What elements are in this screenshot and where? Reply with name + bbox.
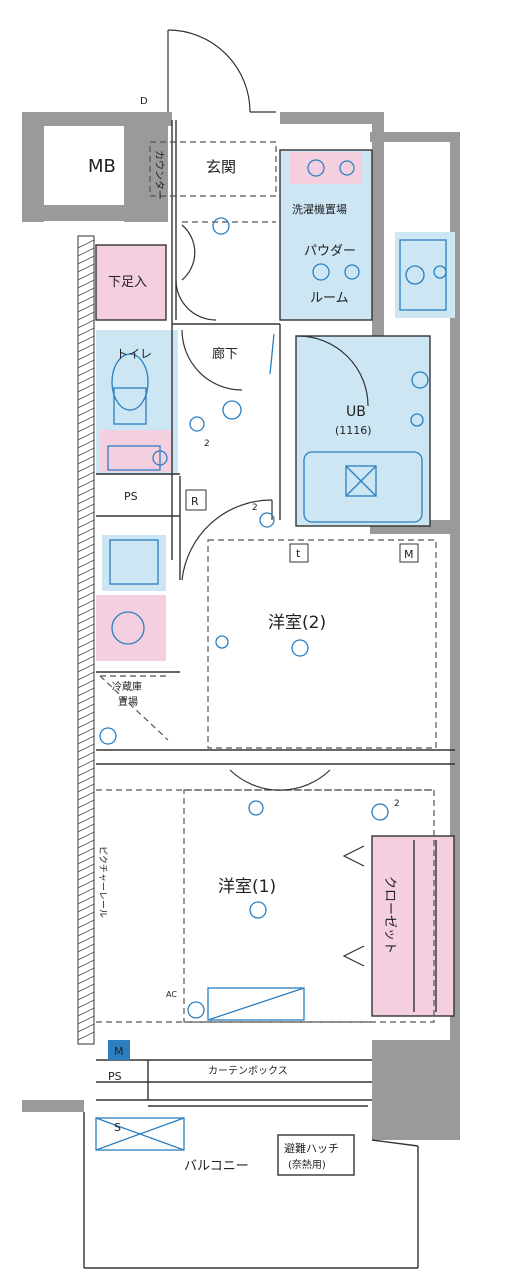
fridge-label-1: 冷蔵庫 bbox=[112, 680, 142, 693]
curtain-box-label: カーテンボックス bbox=[208, 1065, 288, 1077]
toilet-label: トイレ bbox=[116, 347, 152, 361]
genkan-label: 玄関 bbox=[206, 158, 236, 176]
left-wall-hatch bbox=[77, 235, 95, 1045]
hatch-label-2: (奈熱用) bbox=[288, 1158, 326, 1171]
room2-label: 洋室(2) bbox=[268, 613, 326, 633]
t-mark: t bbox=[296, 547, 301, 560]
picture-rail-label: ピクチャーレール bbox=[97, 846, 108, 918]
s-mark: S bbox=[114, 1121, 121, 1134]
closet-marks bbox=[342, 845, 365, 967]
hallway-label: 廊下 bbox=[212, 346, 238, 362]
dashed-lines bbox=[96, 141, 437, 1023]
powder-label-1: パウダー bbox=[304, 244, 356, 259]
balcony-label: バルコニー bbox=[184, 1159, 249, 1174]
m-mark-bottom: M bbox=[114, 1045, 124, 1058]
closet-label: クローゼット bbox=[382, 876, 397, 954]
m-mark-top: M bbox=[404, 548, 414, 561]
two-mark-1: 2 bbox=[204, 439, 210, 449]
two-mark-2: 2 bbox=[252, 503, 258, 513]
shoebox-fill bbox=[96, 245, 166, 320]
ps-bottom-label: PS bbox=[108, 1070, 122, 1083]
shoebox-label: 下足入 bbox=[108, 275, 147, 290]
mark-boxes bbox=[185, 489, 419, 563]
ub-label: UB bbox=[346, 404, 366, 420]
room1-label: 洋室(1) bbox=[218, 877, 276, 897]
hatch-label-1: 避難ハッチ bbox=[284, 1141, 339, 1155]
r-mark: R bbox=[191, 495, 199, 508]
d-mark: D bbox=[140, 96, 148, 107]
doors bbox=[167, 29, 369, 791]
closet-fill bbox=[372, 836, 454, 1016]
laundry-label: 洗濯機置場 bbox=[292, 202, 347, 216]
ub-size-label: (1116) bbox=[335, 424, 372, 437]
mb-label: MB bbox=[88, 156, 116, 177]
kitchen-sink-fill bbox=[96, 595, 166, 661]
two-mark-3: 2 bbox=[394, 799, 400, 809]
fixtures bbox=[95, 159, 447, 1151]
kitchen-stove-fill bbox=[102, 535, 166, 591]
powder-sink-fill bbox=[290, 152, 362, 184]
ps-top-label: PS bbox=[124, 490, 138, 503]
powder-label-2: ルーム bbox=[310, 291, 349, 306]
fridge-label-2: 置場 bbox=[118, 695, 138, 708]
interior-lines bbox=[83, 120, 455, 1269]
ub-fill bbox=[296, 336, 430, 526]
counter-label: カウンター bbox=[153, 150, 165, 200]
m-bottom-box bbox=[108, 1040, 130, 1060]
ac-label: AC bbox=[166, 990, 177, 999]
